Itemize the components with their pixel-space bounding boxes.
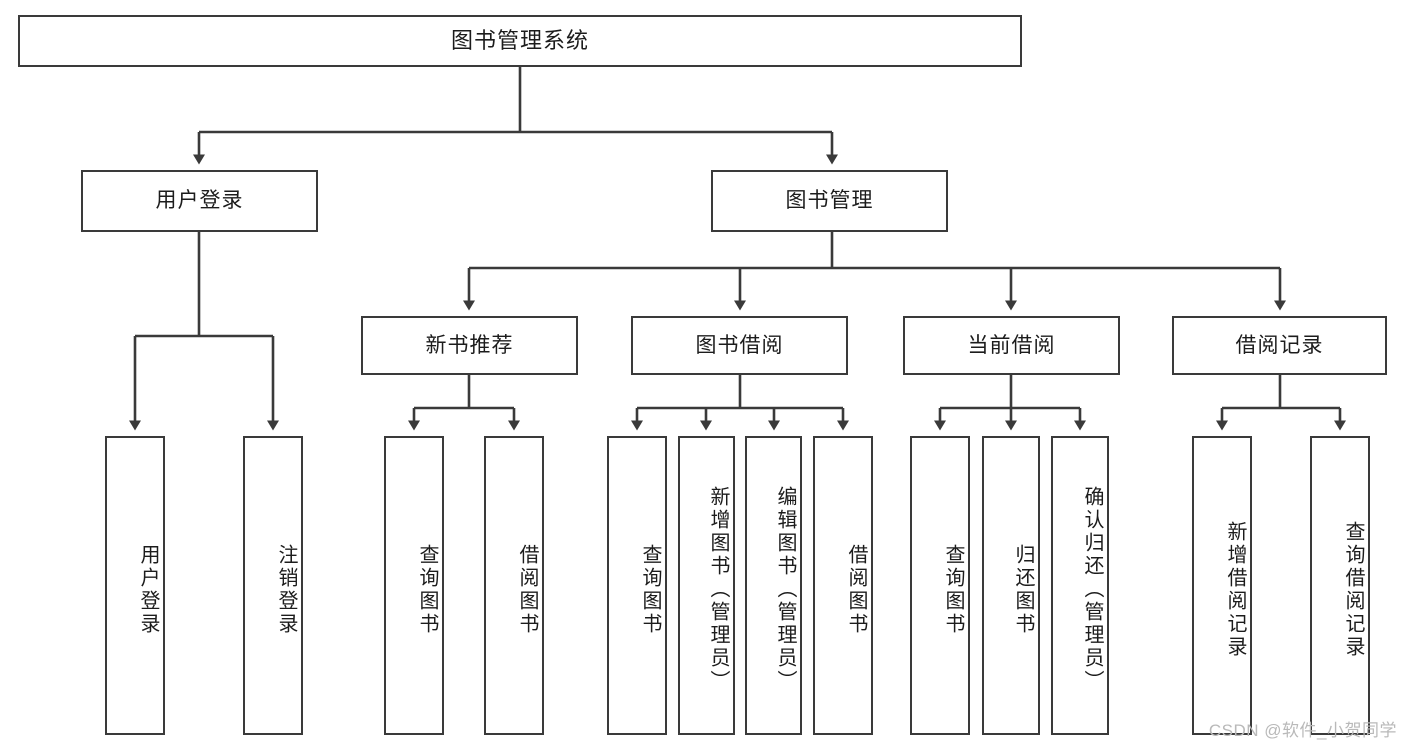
node-label: 查询借阅记录 xyxy=(1342,520,1364,659)
leaf-current-borrow-return-book[interactable]: 归还图书 xyxy=(982,436,1040,735)
node-root-book-management-system[interactable]: 图书管理系统 xyxy=(18,15,1022,67)
node-label: 查询图书 xyxy=(639,543,661,636)
node-label: 用户登录 xyxy=(155,189,244,213)
node-book-borrow[interactable]: 图书借阅 xyxy=(631,316,848,375)
leaf-user-login-login[interactable]: 用户登录 xyxy=(105,436,165,735)
leaf-book-borrow-add-book-admin[interactable]: 新增图书（管理员） xyxy=(678,436,735,735)
node-label: 确认归还（管理员） xyxy=(1081,486,1103,693)
node-label: 注销登录 xyxy=(275,543,297,636)
leaf-borrow-record-query-record[interactable]: 查询借阅记录 xyxy=(1310,436,1370,735)
node-label: 借阅图书 xyxy=(845,543,867,636)
leaf-book-borrow-borrow-book[interactable]: 借阅图书 xyxy=(813,436,873,735)
node-label: 编辑图书（管理员） xyxy=(774,486,796,693)
node-new-book-recommend[interactable]: 新书推荐 xyxy=(361,316,578,375)
leaf-current-borrow-query-book[interactable]: 查询图书 xyxy=(910,436,970,735)
node-borrow-record[interactable]: 借阅记录 xyxy=(1172,316,1387,375)
node-label: 当前借阅 xyxy=(967,333,1056,357)
leaf-new-book-query-book[interactable]: 查询图书 xyxy=(384,436,444,735)
leaf-new-book-borrow-book[interactable]: 借阅图书 xyxy=(484,436,544,735)
node-label: 图书管理系统 xyxy=(450,27,589,53)
node-label: 新增图书（管理员） xyxy=(707,486,729,693)
node-label: 新增借阅记录 xyxy=(1224,520,1246,659)
node-label: 归还图书 xyxy=(1012,543,1034,636)
node-user-login[interactable]: 用户登录 xyxy=(81,170,318,232)
node-label: 借阅记录 xyxy=(1235,333,1324,357)
leaf-book-borrow-query-book[interactable]: 查询图书 xyxy=(607,436,667,735)
node-label: 新书推荐 xyxy=(425,333,514,357)
node-label: 查询图书 xyxy=(416,543,438,636)
node-current-borrow[interactable]: 当前借阅 xyxy=(903,316,1120,375)
node-label: 用户登录 xyxy=(137,543,159,636)
leaf-current-borrow-confirm-return-admin[interactable]: 确认归还（管理员） xyxy=(1051,436,1109,735)
watermark: CSDN @软件_小贺同学 xyxy=(1208,721,1397,740)
node-label: 图书借阅 xyxy=(695,333,784,357)
node-book-management[interactable]: 图书管理 xyxy=(711,170,948,232)
node-label: 借阅图书 xyxy=(516,543,538,636)
node-label: 查询图书 xyxy=(942,543,964,636)
node-label: 图书管理 xyxy=(785,189,874,213)
leaf-book-borrow-edit-book-admin[interactable]: 编辑图书（管理员） xyxy=(745,436,802,735)
leaf-borrow-record-add-record[interactable]: 新增借阅记录 xyxy=(1192,436,1252,735)
leaf-user-login-logout[interactable]: 注销登录 xyxy=(243,436,303,735)
